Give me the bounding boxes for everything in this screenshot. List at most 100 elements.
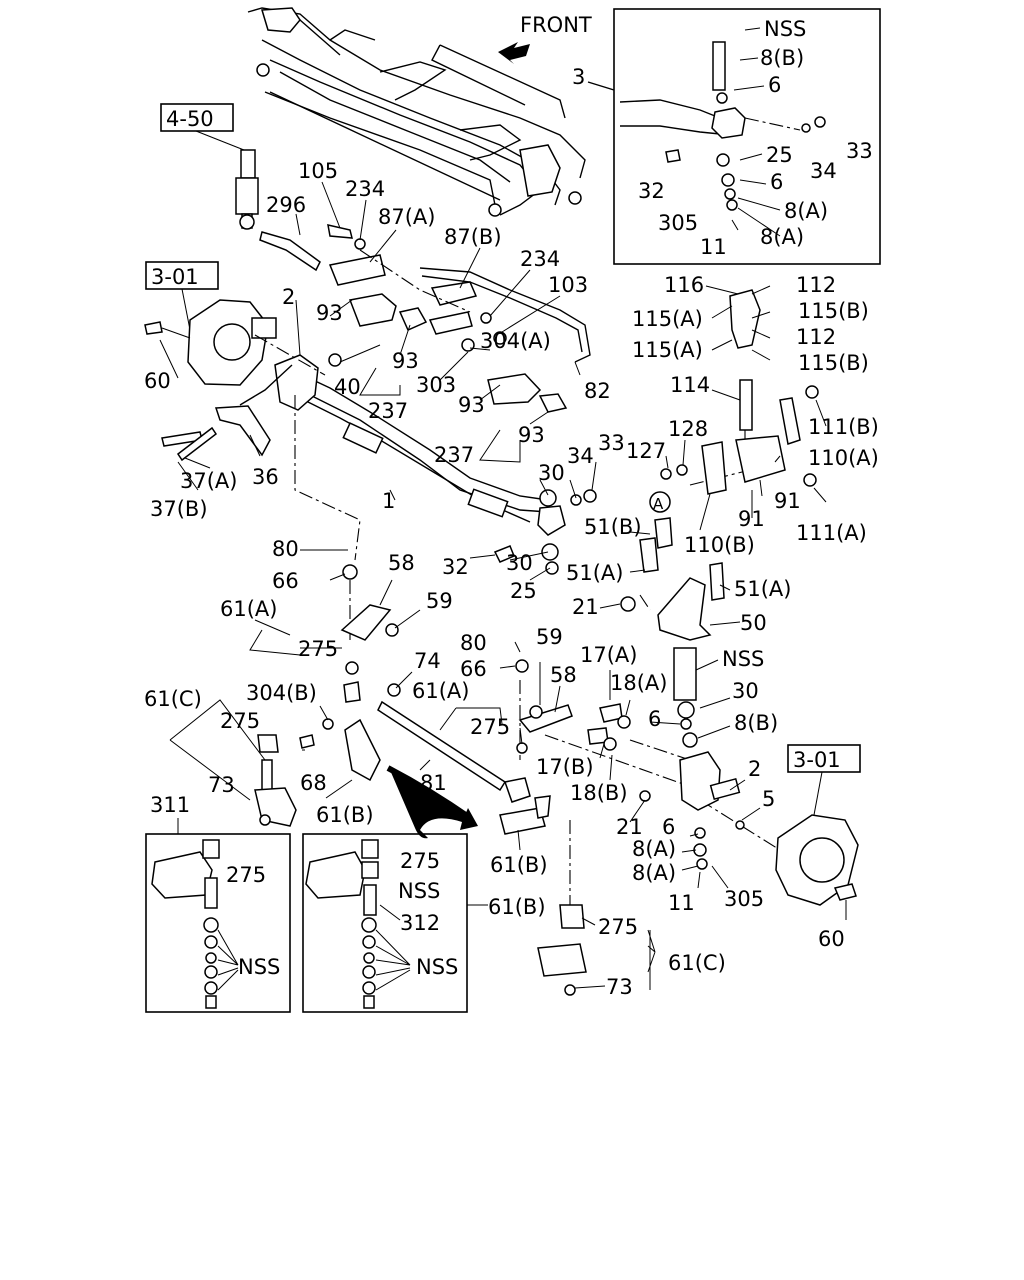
part-label: 59 <box>536 625 563 649</box>
part-label: 18(A) <box>610 671 667 695</box>
svg-text:312: 312 <box>400 911 440 935</box>
part-label: 21 <box>572 595 599 619</box>
part-label: 51(A) <box>734 577 791 601</box>
group-brackets <box>249 367 651 990</box>
part-label: 17(B) <box>536 755 594 779</box>
part-label: 30 <box>732 679 759 703</box>
tie-rod-end-bottom <box>537 904 587 996</box>
svg-text:NSS: NSS <box>238 955 280 979</box>
part-label: 303 <box>416 373 456 397</box>
part-label: 115(A) <box>632 338 703 362</box>
part-label: NSS <box>722 647 764 671</box>
drag-link <box>299 564 573 835</box>
part-label: 305 <box>724 887 764 911</box>
part-label: 60 <box>818 927 845 951</box>
part-label: 61(C) <box>144 687 202 711</box>
part-label: 115(B) <box>798 299 869 323</box>
part-label: 6 <box>648 707 661 731</box>
part-label: 30 <box>506 551 533 575</box>
part-label: 115(B) <box>798 351 869 375</box>
stabilizer-bar-group <box>239 224 591 413</box>
inset-label: NSS <box>764 17 806 41</box>
inset-stabilizer-link: 3 NSS 8(B) 6 34 33 25 32 6 305 8(A) 8(A)… <box>572 8 881 265</box>
part-label: 61(C) <box>668 951 726 975</box>
inset-312: 275 NSS 312 NSS 61(B) <box>302 833 546 1013</box>
part-label: 2 <box>282 285 295 309</box>
part-label: 36 <box>252 465 279 489</box>
inset-label: 8(B) <box>760 46 804 70</box>
pointer-arrow <box>386 765 478 839</box>
part-label: 234 <box>520 247 560 271</box>
part-label: 110(B) <box>684 533 755 557</box>
part-label: 91 <box>774 489 801 513</box>
assembly-lines <box>254 334 781 905</box>
part-label: 304(A) <box>480 329 551 353</box>
part-label: 93 <box>518 423 545 447</box>
part-label: 114 <box>670 373 710 397</box>
inset-label: 6 <box>770 170 783 194</box>
svg-text:3-01: 3-01 <box>793 748 841 772</box>
inset-label: 8(A) <box>760 225 804 249</box>
part-label: 1 <box>382 489 395 513</box>
front-label: FRONT <box>520 13 592 37</box>
part-label: 60 <box>144 369 171 393</box>
part-label: 51(B) <box>584 515 642 539</box>
part-label: 8(A) <box>632 861 676 885</box>
part-label: 34 <box>567 444 594 468</box>
part-label: 32 <box>442 555 469 579</box>
part-label: 93 <box>392 349 419 373</box>
part-label: 50 <box>740 611 767 635</box>
part-label: 103 <box>548 273 588 297</box>
part-label: 6 <box>662 815 675 839</box>
inset-label: 305 <box>658 211 698 235</box>
part-label: 112 <box>796 273 836 297</box>
part-label: 115(A) <box>632 307 703 331</box>
part-label: 275 <box>598 915 638 939</box>
part-label: 5 <box>762 787 775 811</box>
inset-label: 11 <box>700 235 727 259</box>
shock-absorber <box>235 149 259 230</box>
inset-label: 34 <box>810 159 837 183</box>
inset-label: 8(A) <box>784 199 828 223</box>
part-label: 18(B) <box>570 781 628 805</box>
part-label: 58 <box>388 551 415 575</box>
part-label: 80 <box>460 631 487 655</box>
part-label: 33 <box>598 431 625 455</box>
part-label: 73 <box>606 975 633 999</box>
part-label: 112 <box>796 325 836 349</box>
part-label: 8(B) <box>734 711 778 735</box>
part-label: 81 <box>420 771 447 795</box>
part-label: 74 <box>414 649 441 673</box>
part-label: 61(A) <box>220 597 277 621</box>
ref-box-3-01-left: 3-01 <box>145 261 219 341</box>
part-label: 37(B) <box>150 497 208 521</box>
part-label: 111(A) <box>796 521 867 545</box>
part-labels: 105 234 296 87(A) 87(B) 234 103 2 93 304… <box>144 159 879 999</box>
part-label: 61(A) <box>412 679 469 703</box>
part-label: 116 <box>664 273 704 297</box>
inset-311: 311 275 NSS <box>145 793 291 1013</box>
knuckle-right <box>587 703 859 906</box>
part-label: 296 <box>266 193 306 217</box>
part-label: 91 <box>738 507 765 531</box>
inset-label: 33 <box>846 139 873 163</box>
part-label: 80 <box>272 537 299 561</box>
part-label: 51(A) <box>566 561 623 585</box>
part-label: 275 <box>470 715 510 739</box>
part-label: 93 <box>316 301 343 325</box>
callout-a: A <box>653 495 664 513</box>
inset-label: 6 <box>768 73 781 97</box>
svg-text:275: 275 <box>400 849 440 873</box>
part-label: 87(A) <box>378 205 435 229</box>
ref-box-3-01-right: 3-01 <box>787 744 861 816</box>
tie-rod-end-left <box>169 699 297 827</box>
part-label: 93 <box>458 393 485 417</box>
part-label: 275 <box>220 709 260 733</box>
part-label: 275 <box>298 637 338 661</box>
part-label: 37(A) <box>180 469 237 493</box>
svg-text:3-01: 3-01 <box>151 265 199 289</box>
part-label: 58 <box>550 663 577 687</box>
part-label: 237 <box>368 399 408 423</box>
part-label: 30 <box>538 461 565 485</box>
